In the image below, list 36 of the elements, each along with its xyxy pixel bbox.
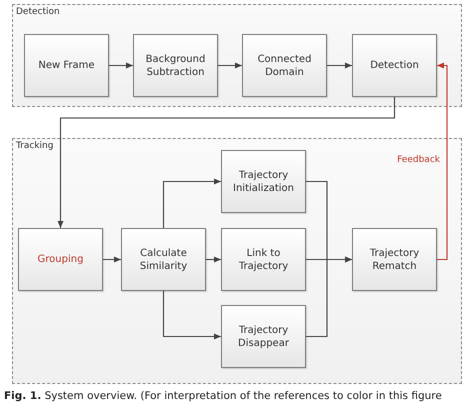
process-box <box>133 34 218 97</box>
group-title: Tracking <box>16 141 54 151</box>
arrow <box>437 62 448 260</box>
box-label: Calculate Similarity <box>138 246 188 272</box>
process-box <box>221 305 306 368</box>
box-label: Detection <box>369 59 420 72</box>
box-label: Link to Trajectory <box>238 246 290 272</box>
process-box <box>221 228 306 291</box>
box-label: Background Subtraction <box>144 52 206 78</box>
process-box <box>242 34 327 97</box>
process-box <box>18 228 103 291</box>
box-label: Connected Domain <box>256 52 312 78</box>
box-label: Trajectory Disappear <box>237 324 290 350</box>
box-label: Grouping <box>36 253 84 266</box>
arrow <box>162 291 221 340</box>
group-frame <box>12 4 462 107</box>
group-frame <box>12 138 462 384</box>
arrow <box>103 256 121 262</box>
process-box <box>121 228 206 291</box>
arrow <box>206 256 221 262</box>
edge-label: Feedback <box>396 155 441 165</box>
arrow <box>306 256 352 338</box>
group-title: Detection <box>16 7 60 17</box>
arrow <box>218 62 242 68</box>
arrow <box>162 178 221 228</box>
arrow <box>58 97 396 228</box>
figure-caption: Fig. 1. System overview. (For interpretation of the references to color in this figure <box>4 390 442 402</box>
arrow <box>109 62 133 68</box>
box-label: New Frame <box>37 59 96 72</box>
box-label: Trajectory Rematch <box>368 246 420 272</box>
arrow <box>327 62 352 68</box>
process-box <box>352 34 437 97</box>
process-box <box>24 34 109 97</box>
process-box <box>352 228 437 291</box>
process-box <box>221 150 306 213</box>
box-label: Trajectory Initialization <box>232 168 295 194</box>
